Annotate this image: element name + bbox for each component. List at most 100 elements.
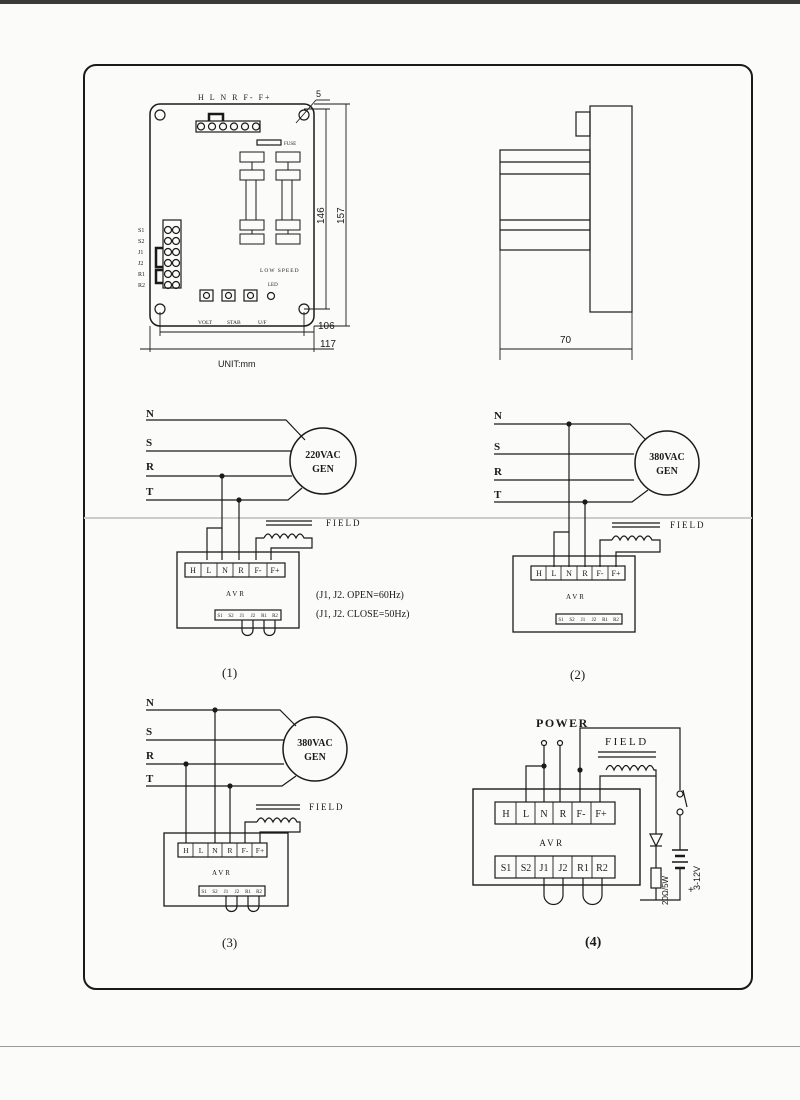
jumper <box>207 112 225 121</box>
terminal-j2: J2 <box>592 618 597 623</box>
heatsink-side <box>499 149 591 251</box>
page-frame <box>83 64 753 990</box>
top-terminal-labels: H L N R F- F+ <box>198 93 272 102</box>
terminal-r1: R1 <box>245 890 251 895</box>
wire-fminus <box>255 537 264 560</box>
avr-bottom-strip <box>198 885 266 897</box>
battery-voltage: 3-12V <box>692 866 702 890</box>
terminal-r2: R2 <box>613 618 619 623</box>
generator-label: GEN <box>304 752 326 763</box>
diagram-caption: (2) <box>570 667 585 682</box>
line-label-r: R <box>146 750 155 762</box>
side-label: J1 <box>138 250 143 256</box>
diode-icon <box>649 833 663 848</box>
diagram-caption: (4) <box>585 935 602 950</box>
terminal-j2: J2 <box>251 614 256 619</box>
jumper-j <box>241 620 254 637</box>
field-coil <box>263 533 313 549</box>
generator-icon <box>289 427 357 495</box>
wire-n <box>146 419 306 441</box>
terminal-l: L <box>199 846 204 855</box>
diagram-caption: (1) <box>222 665 237 680</box>
terminal-r: R <box>560 809 567 820</box>
jumper-r <box>582 878 603 906</box>
scan-edge <box>0 0 800 4</box>
jumper-j <box>225 896 238 913</box>
line-label-t: T <box>494 489 502 501</box>
terminal-fplus: F+ <box>612 569 621 578</box>
wire-fplus <box>599 775 606 802</box>
avr-label: AVR <box>539 838 564 848</box>
field-coil <box>256 817 301 833</box>
fuse <box>256 139 282 146</box>
line-label-t: T <box>146 773 154 785</box>
avr-terminal-strip <box>530 565 626 581</box>
side-label: R2 <box>138 283 145 289</box>
wire-n <box>146 709 297 727</box>
terminal-r1: R1 <box>261 614 267 619</box>
field-label: FIELD <box>605 736 649 748</box>
terminal-l: L <box>207 566 212 575</box>
avr-terminal-strip <box>177 842 268 858</box>
wire-fminus <box>599 539 612 567</box>
terminal-s2: S2 <box>212 890 218 895</box>
line-label-r: R <box>494 466 503 478</box>
terminal-l: L <box>523 809 529 820</box>
avr-bottom-strip <box>494 855 616 879</box>
wire-fplus <box>259 831 272 843</box>
terminal-r: R <box>227 846 232 855</box>
pot-label-volt: VOLT <box>198 320 213 326</box>
jumper-j <box>543 878 564 906</box>
terminal-r2: R2 <box>596 863 608 874</box>
switch-contact-icon <box>676 790 684 798</box>
terminal-j1: J1 <box>581 618 586 623</box>
wire-t <box>146 487 303 501</box>
wire-fminus-loop <box>579 727 681 802</box>
avr-board-outline <box>149 103 315 327</box>
generator-label: GEN <box>312 464 334 475</box>
field-label: FIELD <box>670 520 706 530</box>
generator-voltage: 380VAC <box>297 738 332 749</box>
wire-fplus <box>615 551 628 567</box>
pot-labels: VOLT STAB U/F <box>198 320 267 326</box>
avr-bottom-strip <box>555 613 623 625</box>
potentiometers <box>199 289 258 302</box>
jumper-r <box>263 620 276 637</box>
terminal-s1: S1 <box>501 863 512 874</box>
terminal-j2: J2 <box>235 890 240 895</box>
terminal-h: H <box>502 809 509 820</box>
field-label: FIELD <box>326 518 362 528</box>
line-label-s: S <box>494 441 500 453</box>
terminal-j1: J1 <box>540 863 549 874</box>
terminal-s2: S2 <box>569 618 575 623</box>
unit-label: UNIT:mm <box>218 359 256 369</box>
terminal-h: H <box>190 566 196 575</box>
terminal-h: H <box>536 569 542 578</box>
field-label: FIELD <box>309 802 345 812</box>
generator-voltage: 220VAC <box>305 450 340 461</box>
terminal-r2: R2 <box>272 614 278 619</box>
terminal-n: N <box>222 566 228 575</box>
field-coil <box>605 764 657 777</box>
dim-117: 117 <box>320 339 336 350</box>
side-terminal-block <box>162 219 182 289</box>
avr-label: AVR <box>226 590 246 598</box>
terminal-j1: J1 <box>224 890 229 895</box>
heatsink <box>239 151 301 245</box>
wire-battery-bottom <box>640 868 681 901</box>
terminal-fplus: F+ <box>256 846 264 855</box>
mount-hole <box>154 109 166 121</box>
dim-hole: 5 <box>316 89 321 99</box>
note-open: (J1, J2. OPEN=60Hz) <box>316 590 404 601</box>
wire-n <box>494 423 647 441</box>
wire-fminus <box>244 821 257 843</box>
wiring-diagram-4: POWER FIELD 3-12V + 20Ω/5W H <box>472 716 702 950</box>
terminal-n: N <box>540 809 547 820</box>
led-label: LED <box>268 283 278 288</box>
terminal-r1: R1 <box>602 618 608 623</box>
led-icon <box>266 291 276 301</box>
side-label: R1 <box>138 272 145 278</box>
avr-label: AVR <box>566 593 586 601</box>
note-close: (J1, J2. CLOSE=50Hz) <box>316 609 409 620</box>
